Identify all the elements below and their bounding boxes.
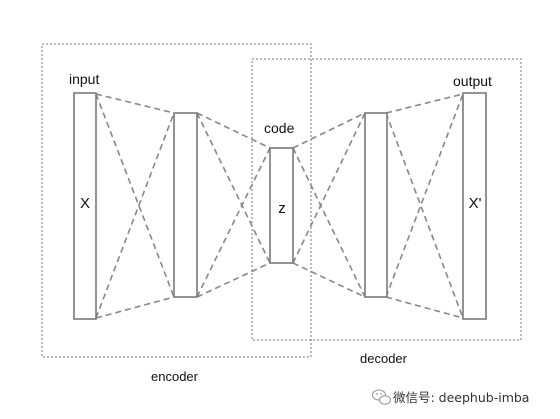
input-variable: X xyxy=(80,195,90,212)
decoder-box xyxy=(251,58,522,341)
encoder-box xyxy=(41,43,312,358)
encoder-hidden-layer xyxy=(173,112,198,298)
connection-line xyxy=(292,262,366,298)
connection-line xyxy=(196,147,271,298)
connection-line xyxy=(385,112,464,319)
encoder-label: encoder xyxy=(151,369,199,384)
input-layer xyxy=(73,92,97,320)
connection-line xyxy=(196,112,271,149)
decoder-hidden-layer xyxy=(364,112,388,298)
connection-line xyxy=(196,112,271,264)
watermark: 微信号: deephub-imba xyxy=(371,389,529,405)
connection-line xyxy=(95,93,175,298)
watermark-text: 微信号: deephub-imba xyxy=(393,390,529,405)
code-label: code xyxy=(264,120,295,136)
decoder-label: decoder xyxy=(360,351,408,366)
connection-line xyxy=(95,93,175,114)
connections xyxy=(95,93,464,319)
connection-line xyxy=(385,93,464,114)
wechat-icon xyxy=(371,389,392,405)
connection-line xyxy=(292,112,366,264)
connection-line xyxy=(385,296,464,319)
code-variable: z xyxy=(278,200,286,217)
connection-line xyxy=(95,296,175,319)
output-label: output xyxy=(453,73,492,89)
connection-line xyxy=(292,112,366,149)
connection-line xyxy=(292,147,366,298)
connection-line xyxy=(196,262,271,298)
input-label: input xyxy=(69,71,99,87)
output-variable: X' xyxy=(469,195,482,212)
connection-line xyxy=(385,93,464,298)
code-layer xyxy=(269,147,294,264)
connection-line xyxy=(95,112,175,319)
output-layer xyxy=(462,92,487,320)
